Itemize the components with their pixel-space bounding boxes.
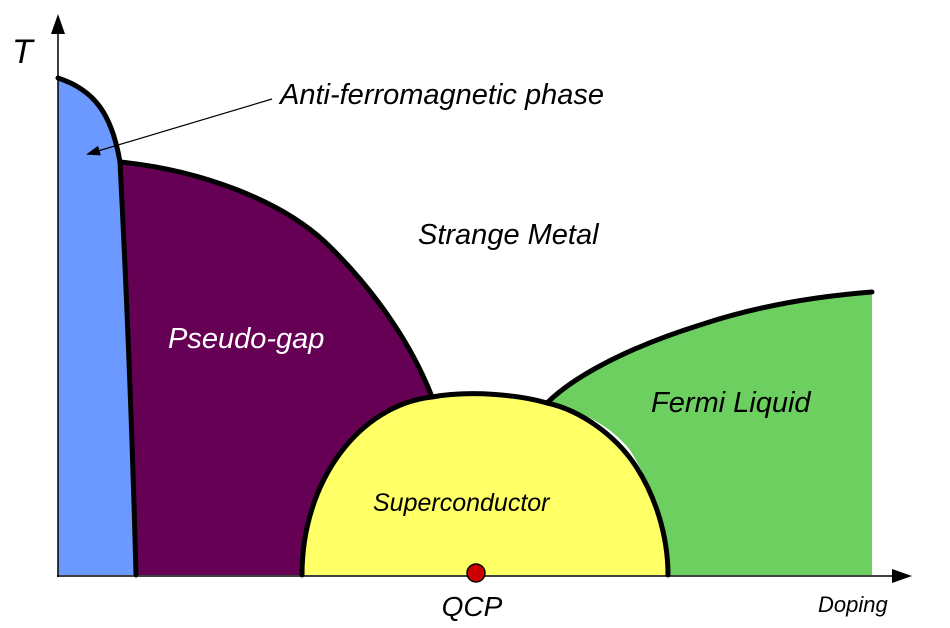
x-axis-label: Doping (818, 592, 888, 617)
superconductor-dome (299, 391, 671, 578)
afm-boundary (55, 75, 139, 578)
afm-label: Anti-ferromagnetic phase (278, 79, 604, 111)
qcp-label: QCP (442, 591, 503, 622)
y-axis-arrowhead (51, 14, 65, 34)
afm-pointer-arrow (86, 98, 273, 156)
pseudogap-boundary (117, 159, 435, 400)
superconductor-region (302, 393, 668, 575)
fermi-liquid-boundary (544, 289, 875, 406)
fermi-liquid-label: Fermi Liquid (651, 387, 811, 419)
pseudogap-region (120, 162, 432, 575)
superconductor-label: Superconductor (373, 489, 551, 517)
pseudogap-label: Pseudo-gap (168, 323, 324, 355)
y-axis-label: T (12, 33, 35, 71)
fermi-liquid-region (547, 292, 872, 575)
qcp-marker (466, 563, 486, 583)
antiferromagnetic-region (58, 78, 136, 575)
x-axis-arrowhead (892, 569, 912, 583)
strange-metal-label: Strange Metal (418, 219, 600, 251)
